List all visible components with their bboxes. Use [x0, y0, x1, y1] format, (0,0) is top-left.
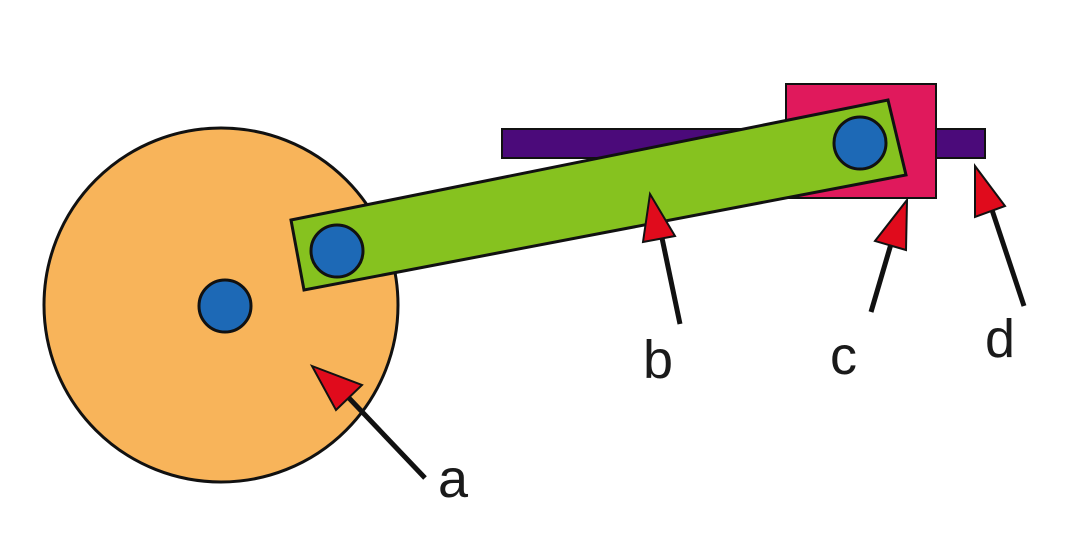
arrow-c — [868, 197, 909, 313]
crank-center-pin — [197, 278, 253, 334]
label-d: d — [985, 309, 1015, 369]
label-c: c — [830, 326, 857, 386]
arrow-a — [309, 364, 427, 480]
arrow-b — [641, 191, 683, 325]
slider-rod-pin — [832, 115, 888, 171]
label-b: b — [643, 330, 673, 390]
label-a: a — [438, 449, 469, 509]
connecting-rod — [289, 98, 908, 292]
arrow-d — [974, 163, 1027, 307]
crank-rod-pin — [309, 223, 365, 279]
